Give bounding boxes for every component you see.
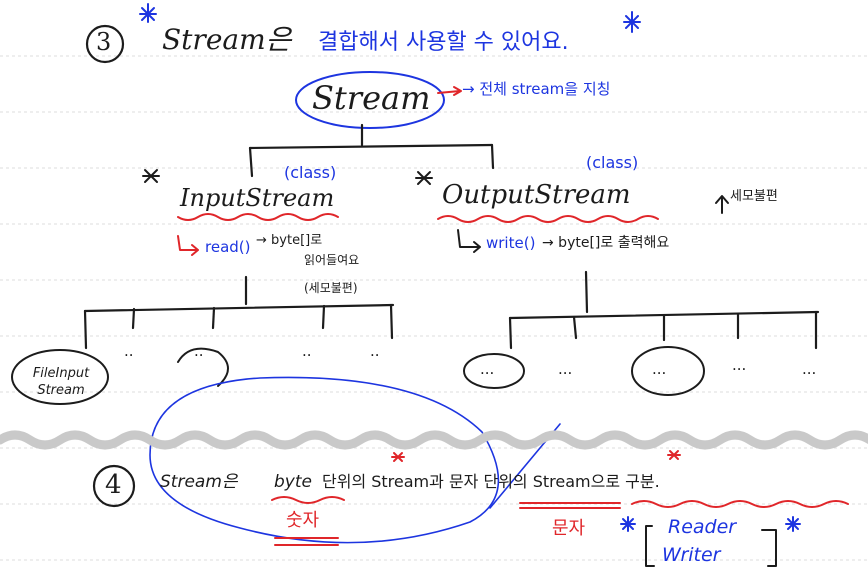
section-4-circle: [92, 464, 136, 508]
stream-highlight-ellipse: [295, 71, 445, 129]
byte-note: 숫자: [286, 510, 320, 531]
input-child-ellipsis: ..: [124, 342, 134, 360]
stream-root-label: Stream: [312, 79, 431, 117]
output-child-ellipsis: ...: [802, 360, 817, 378]
section-3-highlight: 결합해서 사용할 수 있어요.: [318, 30, 569, 55]
section-3-circle: [85, 24, 125, 64]
stream-root-note: → 전체 stream을 지칭: [462, 80, 611, 98]
char-note: 문자: [552, 518, 586, 539]
section-4-byte: byte: [274, 472, 312, 492]
output-method: write(): [486, 234, 536, 252]
section-4-number: 4: [105, 470, 122, 500]
output-class-tag: (class): [586, 153, 639, 172]
input-child-ellipsis: ..: [194, 342, 204, 360]
output-stream-label: OutputStream: [442, 180, 631, 210]
input-stream-label: InputStream: [180, 184, 335, 212]
input-class-tag: (class): [284, 163, 337, 182]
input-note-1: → byte[]로: [256, 233, 323, 248]
output-note: → byte[]로 출력해요: [542, 235, 670, 251]
section-3-title: Stream은: [162, 23, 292, 56]
input-child-ellipsis: ..: [302, 342, 312, 360]
input-child-ellipsis: ..: [370, 342, 380, 360]
star-icon: [139, 3, 157, 23]
output-child-ellipsis: ...: [732, 356, 747, 374]
input-child-fileinputstream: FileInput Stream: [32, 366, 90, 398]
section-3-number: 3: [96, 28, 112, 56]
output-child-ellipsis: ...: [558, 360, 573, 378]
input-note-3: (세모불편): [304, 281, 358, 295]
section-4-prefix: Stream은: [160, 472, 238, 492]
section-4-text: 단위의 Stream과 문자 단위의 Stream으로 구분.: [322, 472, 660, 491]
output-side-note: 세모불편: [730, 189, 778, 204]
input-method: read(): [205, 238, 251, 256]
input-note-2: 읽어들여요: [304, 253, 360, 267]
star-icon: [623, 11, 641, 33]
output-child-ellipsis: ...: [480, 360, 495, 378]
output-child-ellipsis: ...: [652, 360, 667, 378]
reader-label: Reader: [668, 516, 737, 538]
writer-label: Writer: [662, 544, 721, 566]
